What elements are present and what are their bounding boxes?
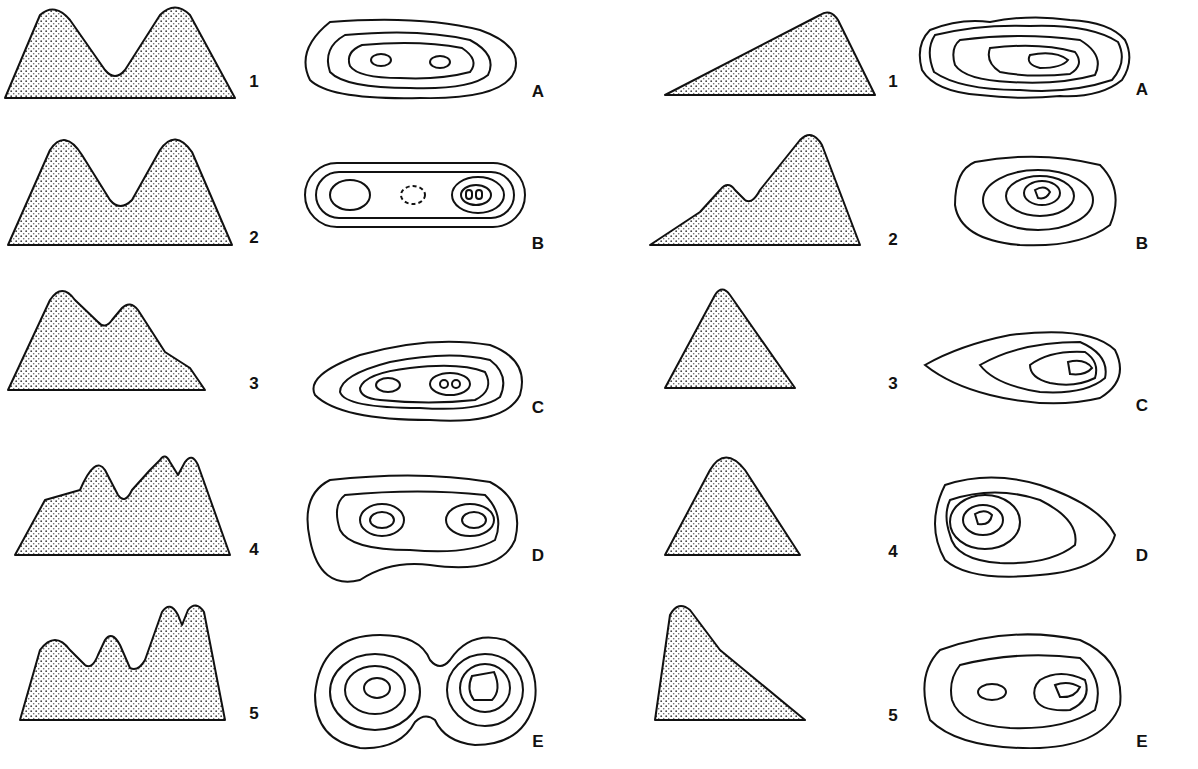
map-letter: B: [1136, 234, 1148, 254]
profile-number: 3: [888, 374, 897, 394]
map-letter: C: [532, 398, 544, 418]
map-letter: D: [532, 546, 544, 566]
profile-number: 1: [888, 72, 897, 92]
map-letter: A: [1136, 80, 1148, 100]
profile-number: 2: [888, 230, 897, 250]
map-letter: D: [1136, 546, 1148, 566]
profile-number: 3: [249, 374, 258, 394]
profiles: [5, 8, 875, 721]
profile-number: 1: [249, 72, 258, 92]
profile-number: 4: [888, 542, 897, 562]
profile-number: 2: [249, 228, 258, 248]
profile-number: 5: [249, 704, 258, 724]
contour-maps: [305, 17, 1129, 748]
map-letter: C: [1136, 396, 1148, 416]
profile-number: 4: [249, 540, 258, 560]
map-letter: E: [1136, 732, 1147, 752]
map-letter: E: [532, 732, 543, 752]
map-letter: B: [532, 234, 544, 254]
profile-number: 5: [888, 706, 897, 726]
map-letter: A: [532, 82, 544, 102]
